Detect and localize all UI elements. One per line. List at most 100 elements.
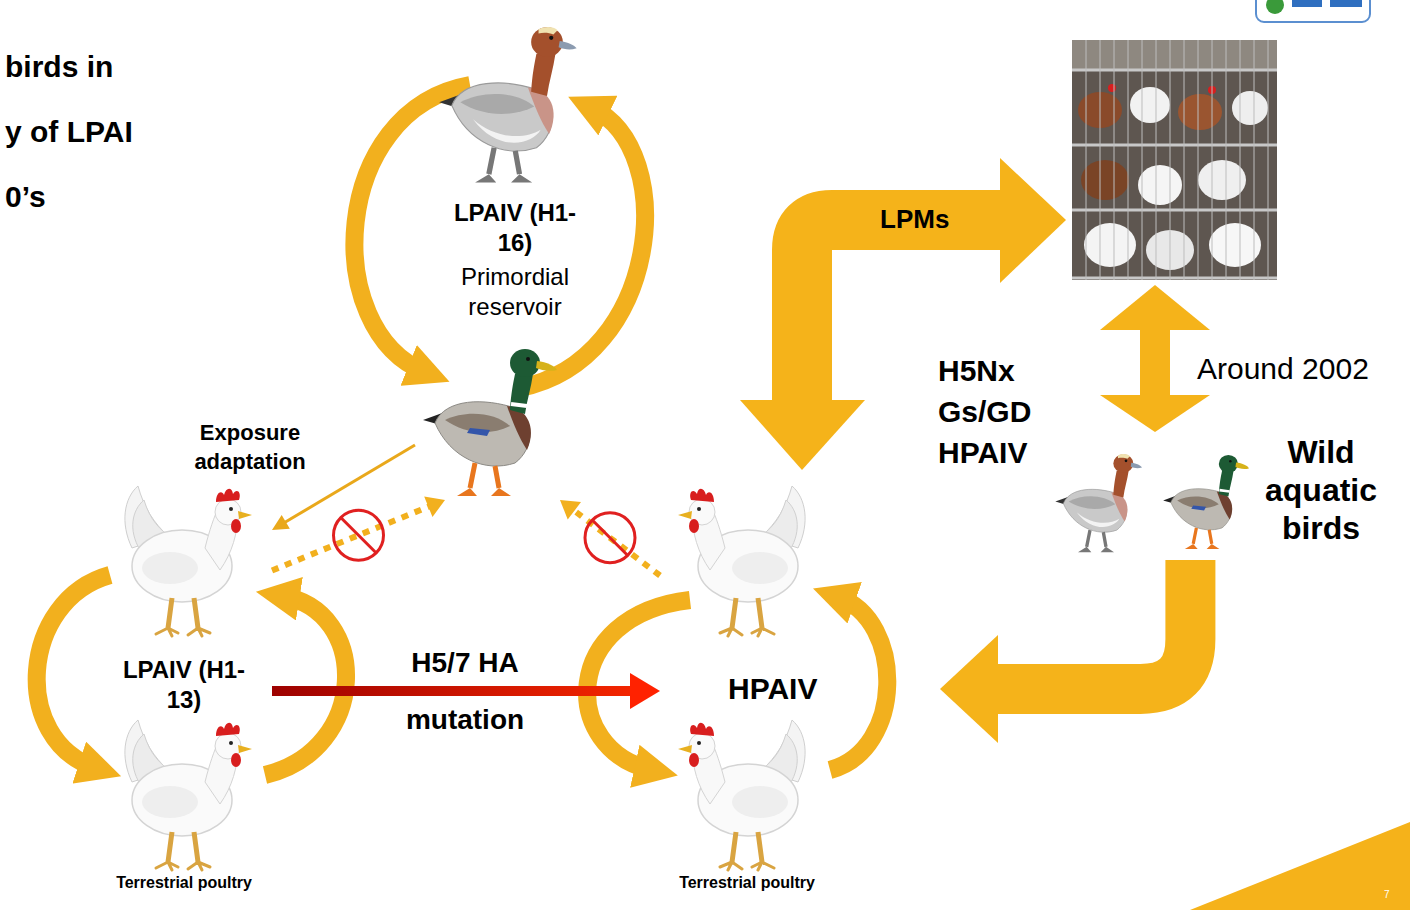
spread-arrow (940, 560, 1190, 743)
corner-band-part (1190, 822, 1410, 910)
arrowhead (630, 673, 660, 709)
market-photo-part (1086, 40, 1268, 280)
text-slot: LPAIV (H1-16) (450, 198, 580, 258)
birds-part (125, 486, 252, 636)
wild-birds-group: Wild aquatic birds (1040, 430, 1396, 560)
prohibition-sign (585, 513, 635, 563)
market-photo-part (1072, 40, 1277, 280)
birds-part (678, 720, 805, 870)
market-photo-part (1138, 165, 1182, 205)
birds-part (678, 486, 805, 636)
text-slot: LPAIV (H1-13) (114, 655, 254, 715)
market-double-arrow (1100, 285, 1210, 432)
market-double-arrow-part (1100, 395, 1210, 432)
market-double-arrow-part (1100, 285, 1210, 330)
poultry-group: HPAIV Terrestrial poultry (660, 480, 940, 897)
virus-heading: HPAIV (728, 670, 858, 708)
birds-part (439, 27, 576, 183)
logo (1256, 0, 1370, 22)
birds-part-part (678, 720, 805, 870)
market-photo-part (1209, 223, 1261, 267)
cycle-arrows-part (520, 108, 645, 388)
cycle-arrows (37, 85, 888, 775)
blocked-arrow (560, 500, 660, 575)
arrow-label: LPMs (880, 203, 949, 235)
market-photo-part (1130, 87, 1170, 123)
text-slot: HPAIV (728, 670, 858, 708)
cycle-arrows-part (354, 85, 470, 372)
page-number: 7 (1384, 889, 1390, 901)
connector-line (995, 560, 1190, 689)
text-slot: mutation (380, 703, 550, 737)
virus-heading: LPAIV (H1-16) (450, 198, 580, 258)
market-photo-part (1232, 91, 1268, 125)
virus-heading: LPAIV (H1-13) (114, 655, 254, 715)
prohibition-sign (334, 510, 384, 560)
reservoir-text: Primordial reservoir (440, 262, 590, 322)
edge-label: mutation (380, 703, 550, 737)
lpm-arrow-part (740, 400, 865, 470)
market-photo-part (1108, 84, 1116, 92)
birds-part (423, 349, 557, 496)
arrowhead (424, 497, 445, 517)
prohibition-slash (593, 521, 627, 555)
birds-part (125, 720, 252, 870)
connector-line (272, 686, 639, 696)
birds-part-part (678, 486, 805, 636)
text-slot: 0’s (5, 178, 46, 216)
prohibition-slash (342, 518, 376, 552)
birds-part (1163, 455, 1249, 549)
text-slot: H5/7 HA (380, 646, 550, 680)
market-photo-part (1081, 160, 1129, 200)
market-photo-part (1198, 160, 1246, 200)
reservoir-group: LPAIV (H1-16)Primordial reservoir (415, 0, 615, 500)
group-caption: Terrestrial poultry (100, 873, 268, 893)
logo-part (1292, 0, 1322, 7)
poultry-group: LPAIV (H1-13) Terrestrial poultry (100, 480, 272, 897)
text-slot: y of LPAI (5, 113, 133, 151)
edge-label: Exposure adaptation (180, 418, 320, 476)
lpm-arrow-part (1000, 158, 1066, 283)
birds (125, 27, 1249, 870)
text-slot: LPMs (880, 203, 949, 235)
birds-part (1055, 454, 1142, 552)
cut-off-note: birds in (5, 48, 113, 86)
blocked-arrow (272, 497, 445, 571)
market-photo-part (1178, 94, 1222, 130)
virus-label: H5Nx Gs/GD HPAIV (938, 350, 1050, 473)
group-caption: Terrestrial poultry (667, 873, 827, 893)
edge-label: H5/7 HA (380, 646, 550, 680)
cycle-arrows-part (265, 596, 346, 775)
text-slot: Primordial reservoir (440, 262, 590, 322)
text-slot: 7 (1384, 889, 1390, 901)
arrowhead (940, 635, 998, 743)
cut-off-note: 0’s (5, 178, 46, 216)
cycle-arrows-part (830, 597, 887, 770)
text-slot: H5Nx Gs/GD HPAIV (938, 350, 1050, 473)
arrowhead (272, 515, 290, 530)
text-slot: Terrestrial poultry (667, 873, 827, 893)
text-slot: Around 2002 (1197, 350, 1369, 388)
market-photo-part (1072, 70, 1277, 278)
market-photo-part (1072, 40, 1277, 70)
text-slot: Wild aquatic birds (1250, 433, 1392, 547)
cut-off-note: y of LPAI (5, 113, 133, 151)
mutation-arrow (272, 673, 660, 709)
logo-part (1266, 0, 1284, 14)
corner-band (1190, 822, 1410, 910)
text-slot: Exposure adaptation (180, 418, 320, 476)
cycle-arrows-part (37, 575, 110, 768)
market-photo (1072, 40, 1277, 280)
group-heading: Wild aquatic birds (1250, 433, 1392, 547)
cycle-arrows-part (587, 600, 690, 770)
logo-part (1330, 0, 1362, 7)
logo-part (1256, 0, 1370, 22)
connector-line (570, 508, 660, 576)
text-slot: birds in (5, 48, 113, 86)
text-slot: Terrestrial poultry (100, 873, 268, 893)
arrowhead (560, 500, 581, 520)
market-double-arrow-part (1140, 326, 1170, 398)
connector-line (272, 505, 433, 571)
date-label: Around 2002 (1197, 350, 1369, 388)
